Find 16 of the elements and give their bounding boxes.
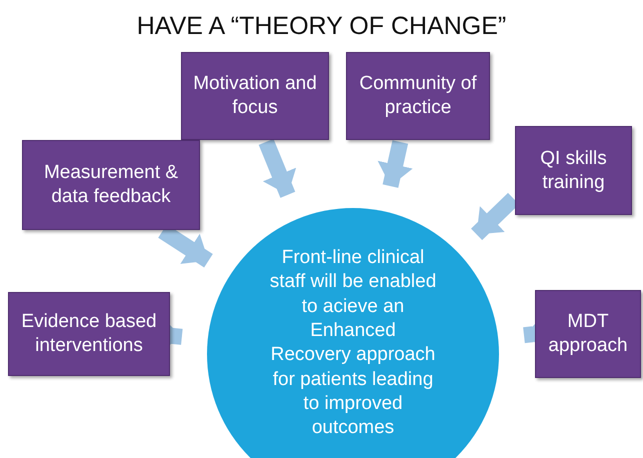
node-text: Evidence based interventions bbox=[20, 310, 158, 358]
node-text: Motivation and focus bbox=[192, 72, 318, 120]
node-text: QI skills training bbox=[539, 146, 608, 194]
title: HAVE A “THEORY OF CHANGE” bbox=[136, 12, 508, 41]
factor-box bbox=[346, 52, 490, 140]
node-text: Measurement & data feedback bbox=[42, 161, 180, 209]
factor-box bbox=[22, 140, 200, 230]
node-text: Community of practice bbox=[358, 72, 478, 120]
node-text: MDT approach bbox=[547, 310, 629, 358]
factor-box bbox=[8, 292, 170, 376]
block-arrow bbox=[258, 138, 296, 198]
factor-box bbox=[181, 52, 329, 140]
factor-box bbox=[515, 126, 632, 215]
block-arrow bbox=[378, 140, 413, 188]
node-text: Front-line clinical staff will be enabled to acieve an Enhanced Recovery approach for patients leading to improved outcomes bbox=[269, 246, 437, 440]
factor-box bbox=[535, 290, 641, 378]
